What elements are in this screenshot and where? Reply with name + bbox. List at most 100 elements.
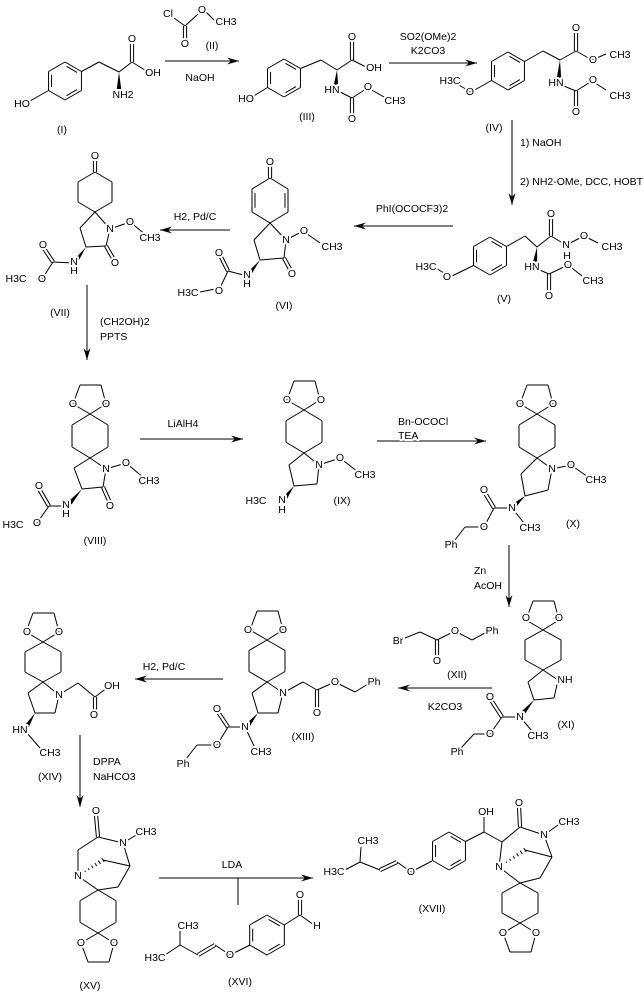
bond [48, 90, 66, 101]
wedge-bond [556, 60, 562, 79]
bond [520, 473, 526, 497]
arrowhead-icon [465, 59, 477, 67]
bond [101, 487, 109, 504]
atom-label: O [567, 459, 575, 471]
reagent-label: K2CO3 [411, 45, 446, 57]
bond [470, 80, 492, 93]
atom-label: O [466, 86, 474, 98]
bond [456, 83, 472, 93]
reagent-label: Bn-OCOCl [398, 416, 448, 428]
atom-label: N [119, 837, 127, 849]
atom-label: O [92, 805, 100, 817]
atom-label: O [589, 54, 597, 66]
bond [507, 80, 525, 91]
bond [299, 914, 315, 926]
bond [450, 859, 462, 867]
bond [519, 403, 538, 415]
bond [336, 59, 353, 71]
atom-label: O [288, 268, 296, 280]
bond [77, 875, 99, 891]
atom-label: CH3 [177, 920, 198, 932]
compound-label: (XII) [447, 669, 467, 681]
bond [293, 483, 318, 487]
atom-label: O [111, 257, 119, 269]
atom-label: CH3 [135, 826, 156, 838]
atom-label: OH [145, 67, 161, 79]
reagent-label: Zn [474, 565, 486, 577]
bond [27, 692, 36, 714]
atom-label: N [70, 256, 78, 268]
bond [79, 889, 99, 902]
reagent-label: TEA [398, 430, 418, 442]
bond [97, 836, 124, 844]
bond [536, 235, 552, 248]
bond [520, 457, 538, 475]
reagent-label: NaHCO3 [93, 771, 136, 783]
atom-label: H [70, 265, 78, 277]
reagent-label: PhI(OCOCF3)2 [376, 203, 449, 215]
atom-label: CH3 [354, 469, 375, 481]
bond [542, 619, 560, 631]
bond [283, 914, 301, 926]
bond [94, 211, 111, 230]
bond [519, 384, 528, 405]
wedge-bond [74, 247, 86, 263]
bond [27, 681, 44, 694]
bond [214, 944, 231, 956]
bond [432, 860, 450, 871]
reagent-label: LiAlH4 [168, 418, 199, 430]
reagent-label: K2CO3 [428, 701, 463, 713]
bond [277, 692, 284, 714]
atom-label: O [55, 626, 63, 638]
bond [89, 446, 109, 459]
bond [454, 630, 473, 641]
bond [282, 681, 304, 694]
bond [125, 462, 145, 479]
bond [525, 619, 544, 631]
atom-label: N [102, 463, 110, 475]
bond [267, 87, 285, 98]
bond [527, 669, 544, 683]
bond [64, 90, 82, 101]
bond [542, 50, 561, 61]
atom-label: O [480, 521, 488, 533]
atom-label: H3C [144, 952, 165, 964]
atom-label: OH [366, 62, 382, 74]
bond [524, 849, 553, 858]
compound-label: (IX) [334, 495, 351, 507]
atom-label: N [241, 721, 249, 733]
bond [519, 826, 545, 836]
bond [404, 631, 421, 639]
arrowhead-icon [76, 795, 84, 807]
bond [489, 236, 507, 247]
bond [251, 87, 268, 98]
bond [253, 239, 261, 261]
bond [79, 921, 99, 934]
bond [229, 944, 251, 956]
bond [524, 629, 544, 641]
compound-label: (XIII) [292, 731, 315, 743]
atom-label: CH3 [357, 835, 378, 847]
atom-label: NH2 [112, 89, 133, 101]
bond [553, 600, 560, 621]
bond [396, 861, 412, 873]
arrowhead-icon [135, 675, 147, 683]
bond [179, 944, 199, 956]
atom-label: O [572, 22, 580, 34]
atom-label: O [102, 398, 110, 410]
bond [519, 882, 539, 894]
bond [542, 669, 559, 681]
bond [269, 211, 289, 224]
bond [369, 88, 385, 98]
bond [73, 457, 91, 469]
bond [525, 600, 534, 621]
bond [268, 943, 280, 952]
bond [72, 384, 81, 405]
compound-label: (X) [566, 518, 580, 530]
bond [302, 681, 318, 691]
reagent-label: NaOH [185, 72, 214, 84]
arrowhead-icon [160, 226, 172, 234]
wedge-bond [25, 713, 35, 728]
bond [550, 235, 567, 246]
